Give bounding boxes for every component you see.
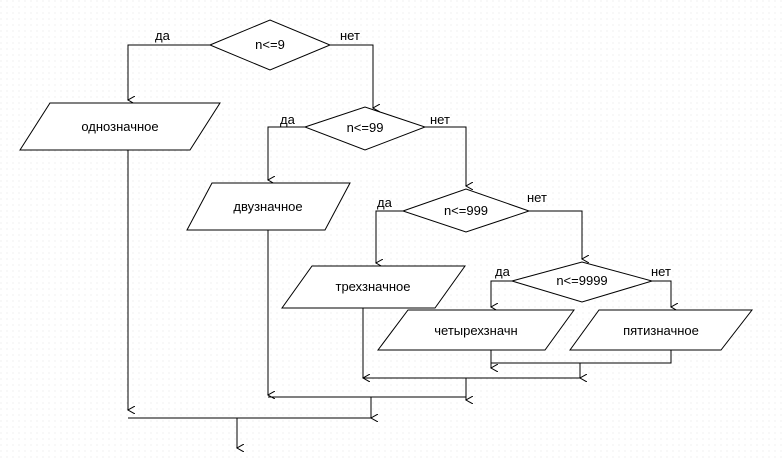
- decision-3-yes-arrow: [376, 210, 403, 263]
- decision-3: n<=999 да нет: [377, 188, 547, 233]
- output-4-label: четырехзначн: [434, 323, 517, 338]
- output-2-label: двузначное: [233, 199, 302, 214]
- decision-2-no-label: нет: [430, 112, 450, 127]
- output-2-parallelogram: [186, 182, 351, 231]
- output-5-parallelogram: [569, 309, 754, 351]
- decision-2-no-arrow: [425, 126, 466, 186]
- decision-1-no-arrow: [330, 44, 373, 108]
- decision-4-no-label: нет: [651, 264, 671, 279]
- decision-3-condition: n<=999: [444, 203, 488, 218]
- decision-4-condition: n<=9999: [556, 273, 607, 288]
- decision-3-no-label: нет: [527, 190, 547, 205]
- output-2: двузначное: [186, 182, 351, 231]
- output-5-merge-line: [491, 350, 672, 364]
- output-5: пятизначное: [569, 309, 754, 351]
- output-5-label: пятизначное: [623, 323, 699, 338]
- decision-1-condition: n<=9: [255, 37, 285, 52]
- output-1: однозначное: [19, 102, 221, 151]
- decision-4: n<=9999 да нет: [495, 261, 671, 303]
- output-3-label: трехзначное: [336, 279, 411, 294]
- decision-2-yes-arrow: [268, 126, 305, 180]
- output-4-parallelogram: [377, 309, 575, 351]
- decision-3-no-arrow: [529, 210, 582, 259]
- decision-4-yes-label: да: [495, 264, 511, 279]
- decision-1-no-label: нет: [340, 28, 360, 43]
- output-1-label: однозначное: [81, 119, 158, 134]
- decision-2: n<=99 да нет: [280, 106, 450, 151]
- output-3-parallelogram: [281, 265, 466, 309]
- decision-1-yes-arrow: [128, 44, 210, 100]
- decision-2-condition: n<=99: [347, 120, 384, 135]
- decision-2-yes-label: да: [280, 112, 296, 127]
- decision-1-yes-label: да: [155, 28, 171, 43]
- decision-3-yes-label: да: [377, 195, 393, 210]
- output-1-parallelogram: [19, 102, 221, 151]
- output-4: четырехзначн: [377, 309, 575, 351]
- output-3: трехзначное: [281, 265, 466, 309]
- decision-4-yes-arrow: [491, 280, 512, 307]
- decision-4-no-arrow: [652, 280, 671, 307]
